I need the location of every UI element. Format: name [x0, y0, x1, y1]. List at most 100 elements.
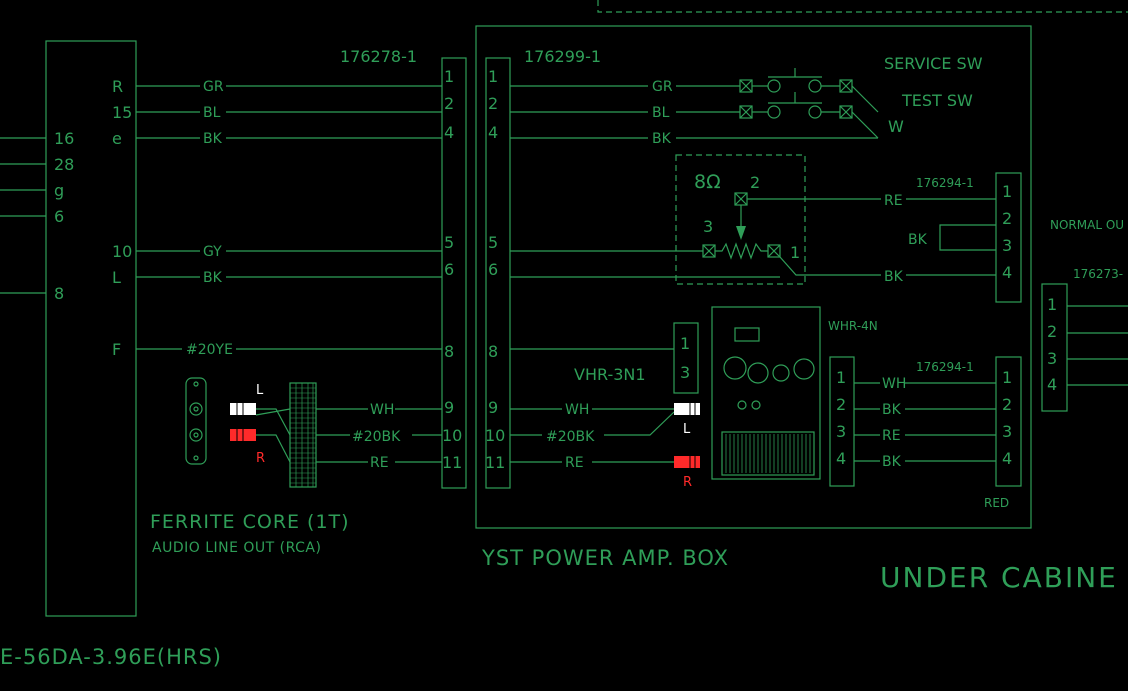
pin-number: 11 [442, 453, 462, 472]
whr-4n-connector [829, 356, 855, 487]
red-note: RED [984, 496, 1009, 510]
wire-color-label: BK [882, 454, 902, 470]
connector-176294-top [995, 172, 1022, 303]
pin-number: 9 [488, 398, 498, 417]
wire-color-label: BK [884, 269, 904, 285]
connector-label: 176273- [1073, 267, 1123, 281]
connector-label: 176299-1 [524, 47, 601, 66]
pin-number: 2 [1002, 209, 1012, 228]
outer-pin-label: 16 [54, 129, 74, 148]
left-connector-part-label: E-56DA-3.96E(HRS) [0, 645, 222, 669]
inner-pin-label: 10 [112, 242, 132, 261]
pin-number: 10 [442, 426, 462, 445]
pin-number: 3 [1047, 349, 1057, 368]
connector-176299 [485, 57, 511, 489]
pin-number: 5 [488, 233, 498, 252]
connector-176278: 176278-1 1 2 4 5 6 8 9 10 11 [340, 47, 467, 489]
pin-number: 11 [485, 453, 505, 472]
amp-rca-plug-red [674, 456, 700, 468]
left-connector-body [45, 40, 137, 617]
pin-number: 4 [1002, 263, 1012, 282]
rca-left-label: L [256, 383, 264, 398]
amp-rca-left-label: L [683, 422, 691, 437]
test-switch-label: TEST SW [901, 91, 973, 110]
pin-number: 1 [836, 368, 846, 387]
pin-number: 1 [488, 67, 498, 86]
resistor-value: 8Ω [694, 171, 721, 193]
pin-number: 2 [1047, 322, 1057, 341]
wire-color-label: BL [652, 105, 670, 121]
switch-contacts [739, 68, 879, 139]
service-switch-label: SERVICE SW [884, 54, 983, 73]
pin-number: 8 [488, 342, 498, 361]
wire-color-label: GR [203, 79, 224, 95]
left-connector: 16 28 g 6 8 R 15 e 10 L F E-56DA-3.96E(H… [0, 40, 222, 669]
pin-number: 4 [1002, 449, 1012, 468]
resistor-dashed-box [675, 154, 806, 285]
pin-number: 2 [836, 395, 846, 414]
wire-color-label: BK [908, 232, 928, 248]
vhr-3n1-label: VHR-3N1 [574, 365, 646, 384]
wire-color-label: RE [884, 193, 903, 209]
outer-pin-label: g [54, 181, 64, 200]
wire-color-label: GR [652, 79, 673, 95]
outer-pin-label: 6 [54, 207, 64, 226]
resistor-pin-label: 2 [750, 173, 760, 192]
pin-number: 1 [1002, 182, 1012, 201]
outer-pin-label: 28 [54, 155, 74, 174]
amp-module [711, 306, 821, 480]
pin-number: 3 [1002, 236, 1012, 255]
pin-number: 1 [1002, 368, 1012, 387]
wire-color-label: RE [370, 455, 389, 471]
pin-number: 4 [488, 123, 498, 142]
amp-rca-right-label: R [683, 475, 692, 490]
yst-power-amp-box: YST POWER AMP. BOX 176299-1 1 2 4 5 6 8 … [475, 25, 1032, 570]
resistor-pin-label: 1 [790, 243, 800, 262]
inner-pin-label: F [112, 340, 121, 359]
connector-label: 176278-1 [340, 47, 417, 66]
wire-color-label: BL [203, 105, 221, 121]
right-edge: NORMAL OU 176273- 1 2 3 4 UNDER CABINE [880, 218, 1128, 594]
wire-color-label: WH [565, 402, 589, 418]
normal-out-label: NORMAL OU [1050, 218, 1124, 232]
pin-number: 1 [680, 334, 690, 353]
connector-176273 [1041, 283, 1068, 412]
pin-number: 10 [485, 426, 505, 445]
pin-number: 6 [488, 260, 498, 279]
wire-color-label: RE [882, 428, 901, 444]
left-wires: GR BL BK GY BK #20YE [136, 79, 442, 358]
whr-4n-label: WHR-4N [828, 319, 878, 333]
wire-color-label: BK [203, 270, 223, 286]
inner-pin-label: 15 [112, 103, 132, 122]
cabinet-dashed-border [597, 0, 1128, 13]
pin-number: 2 [488, 94, 498, 113]
pin-number: 3 [836, 422, 846, 441]
wire-color-label: BK [652, 131, 672, 147]
pin-number: 2 [1002, 395, 1012, 414]
pin-number: 5 [444, 233, 454, 252]
vhr-3n1-connector [673, 322, 699, 394]
w-label: W [888, 117, 904, 136]
rca-audio-out: L R WH #20BK RE FERRITE CORE (1T) AUDIO … [150, 377, 442, 556]
rca-right-label: R [256, 451, 265, 466]
pin-number: 1 [444, 67, 454, 86]
inner-pin-label: e [112, 129, 122, 148]
connector-label: 176294-1 [916, 176, 974, 190]
under-cabinet-label: UNDER CABINE [880, 561, 1118, 594]
ferrite-core [289, 382, 317, 488]
amp-rca-plug-white [674, 403, 700, 415]
amp-box-title: YST POWER AMP. BOX [481, 546, 729, 570]
wire-color-label: BK [882, 402, 902, 418]
ferrite-core-title: FERRITE CORE (1T) [150, 511, 350, 533]
wire-color-label: #20YE [186, 342, 233, 358]
resistor-pin-label: 3 [703, 217, 713, 236]
pin-number: 3 [1002, 422, 1012, 441]
wire-color-label: GY [203, 244, 222, 260]
wire-color-label: WH [370, 402, 394, 418]
pin-number: 4 [1047, 375, 1057, 394]
wire-color-label: BK [203, 131, 223, 147]
audio-line-out-title: AUDIO LINE OUT (RCA) [152, 540, 321, 556]
connector-label: 176294-1 [916, 360, 974, 374]
inner-pin-label: L [112, 268, 121, 287]
wire-color-label: #20BK [546, 429, 595, 445]
